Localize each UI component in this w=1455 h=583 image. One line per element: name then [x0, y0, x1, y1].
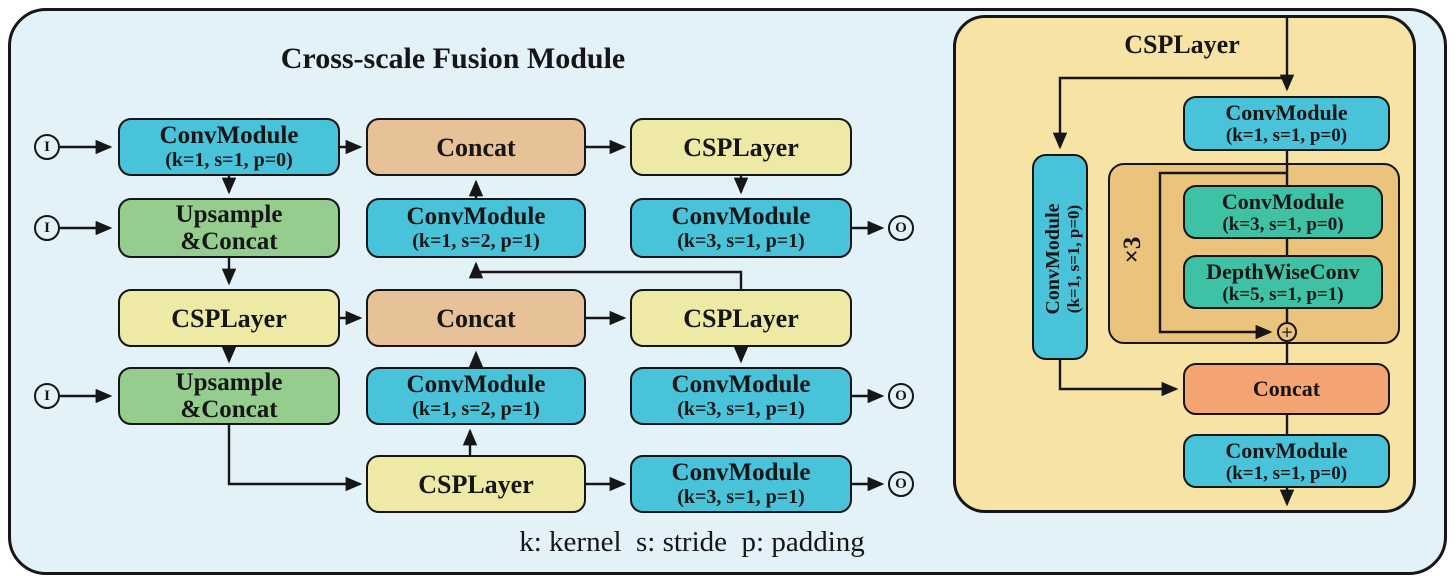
node-title2: &Concat: [180, 228, 278, 255]
node-convmodule-r2: ConvModule (k=3, s=1, p=1): [630, 198, 852, 258]
node-title: ConvModule: [406, 203, 546, 230]
node-title: CSPLayer: [171, 303, 287, 333]
node-convmodule-l1: ConvModule (k=1, s=1, p=0): [118, 118, 340, 176]
csplayer-title: CSPLayer: [1124, 30, 1240, 59]
node-params: (k=3, s=1, p=1): [677, 486, 805, 508]
node-convmodule-r4: ConvModule (k=3, s=1, p=1): [630, 367, 852, 425]
input-label: I: [44, 387, 50, 404]
node-params: (k=1, s=1, p=0): [1225, 125, 1348, 146]
node-params: (k=1, s=1, p=0): [165, 149, 293, 171]
node-params: (k=1, s=1, p=0): [1225, 462, 1348, 484]
node-title: Upsample: [175, 369, 283, 396]
csp-node-convmodule-bottom: ConvModule (k=1, s=1, p=0): [1183, 434, 1390, 488]
node-convmodule-r5: ConvModule (k=3, s=1, p=1): [630, 455, 852, 513]
repeat-count-label: ×3: [1119, 236, 1146, 264]
output-terminal-2: O: [888, 383, 914, 409]
csp-node-convmodule-vertical: ConvModule (k=1, s=1, p=0): [1032, 154, 1088, 360]
node-title: ConvModule: [671, 371, 811, 398]
node-title: Upsample: [175, 201, 283, 228]
input-label: I: [44, 219, 50, 236]
node-params: (k=3, s=1, p=0): [1222, 213, 1344, 235]
node-title: ConvModule: [1225, 100, 1348, 125]
node-title: ConvModule: [159, 122, 299, 149]
csp-node-convmodule-k3: ConvModule (k=3, s=1, p=0): [1183, 185, 1383, 239]
node-title: ConvModule: [1221, 188, 1345, 214]
node-title: Concat: [436, 303, 516, 333]
node-csplayer-m5: CSPLayer: [366, 455, 586, 513]
node-title: ConvModule: [671, 459, 811, 486]
output-terminal-3: O: [888, 471, 914, 497]
input-label: I: [44, 138, 50, 155]
output-terminal-1: O: [888, 215, 914, 241]
node-params: (k=1, s=1, p=0): [1063, 204, 1083, 314]
output-label: O: [895, 387, 907, 404]
input-terminal-1: I: [34, 134, 60, 160]
node-params: (k=5, s=1, p=1): [1222, 283, 1344, 305]
output-label: O: [895, 219, 907, 236]
node-title: CSPLayer: [683, 132, 799, 162]
node-title: Concat: [1252, 376, 1321, 401]
fusion-module-title: Cross-scale Fusion Module: [280, 42, 626, 75]
csp-node-depthwiseconv: DepthWiseConv (k=5, s=1, p=1): [1183, 255, 1383, 309]
elementwise-add-icon: +: [1277, 322, 1297, 342]
node-concat-m1: Concat: [366, 118, 586, 176]
csp-node-concat: Concat: [1183, 363, 1390, 415]
node-params: (k=1, s=2, p=1): [412, 230, 540, 252]
node-convmodule-m4: ConvModule (k=1, s=2, p=1): [366, 367, 586, 425]
node-upsample-concat-2: Upsample &Concat: [118, 367, 340, 425]
parameter-legend: k: kernel s: stride p: padding: [519, 526, 865, 558]
node-csplayer-r3: CSPLayer: [630, 289, 852, 347]
node-title2: &Concat: [180, 396, 278, 423]
node-title: ConvModule: [671, 203, 811, 230]
node-title: ConvModule: [1041, 203, 1064, 315]
output-label: O: [895, 475, 907, 492]
node-title: DepthWiseConv: [1206, 258, 1360, 284]
node-title: CSPLayer: [683, 303, 799, 333]
rotated-text: ConvModule (k=1, s=1, p=0): [1034, 156, 1090, 362]
csp-node-convmodule-top: ConvModule (k=1, s=1, p=0): [1183, 96, 1390, 151]
node-csplayer-r1: CSPLayer: [630, 118, 852, 176]
node-title: ConvModule: [1225, 437, 1348, 463]
node-csplayer-l3: CSPLayer: [118, 289, 340, 347]
node-params: (k=1, s=2, p=1): [412, 398, 540, 420]
input-terminal-3: I: [34, 383, 60, 409]
node-title: ConvModule: [406, 371, 546, 398]
node-concat-m3: Concat: [366, 289, 586, 347]
node-title: Concat: [436, 132, 516, 162]
node-title: CSPLayer: [418, 469, 534, 499]
input-terminal-2: I: [34, 215, 60, 241]
node-params: (k=3, s=1, p=1): [677, 398, 805, 420]
node-upsample-concat-1: Upsample &Concat: [118, 198, 340, 258]
node-convmodule-m2: ConvModule (k=1, s=2, p=1): [366, 198, 586, 258]
node-params: (k=3, s=1, p=1): [677, 230, 805, 252]
